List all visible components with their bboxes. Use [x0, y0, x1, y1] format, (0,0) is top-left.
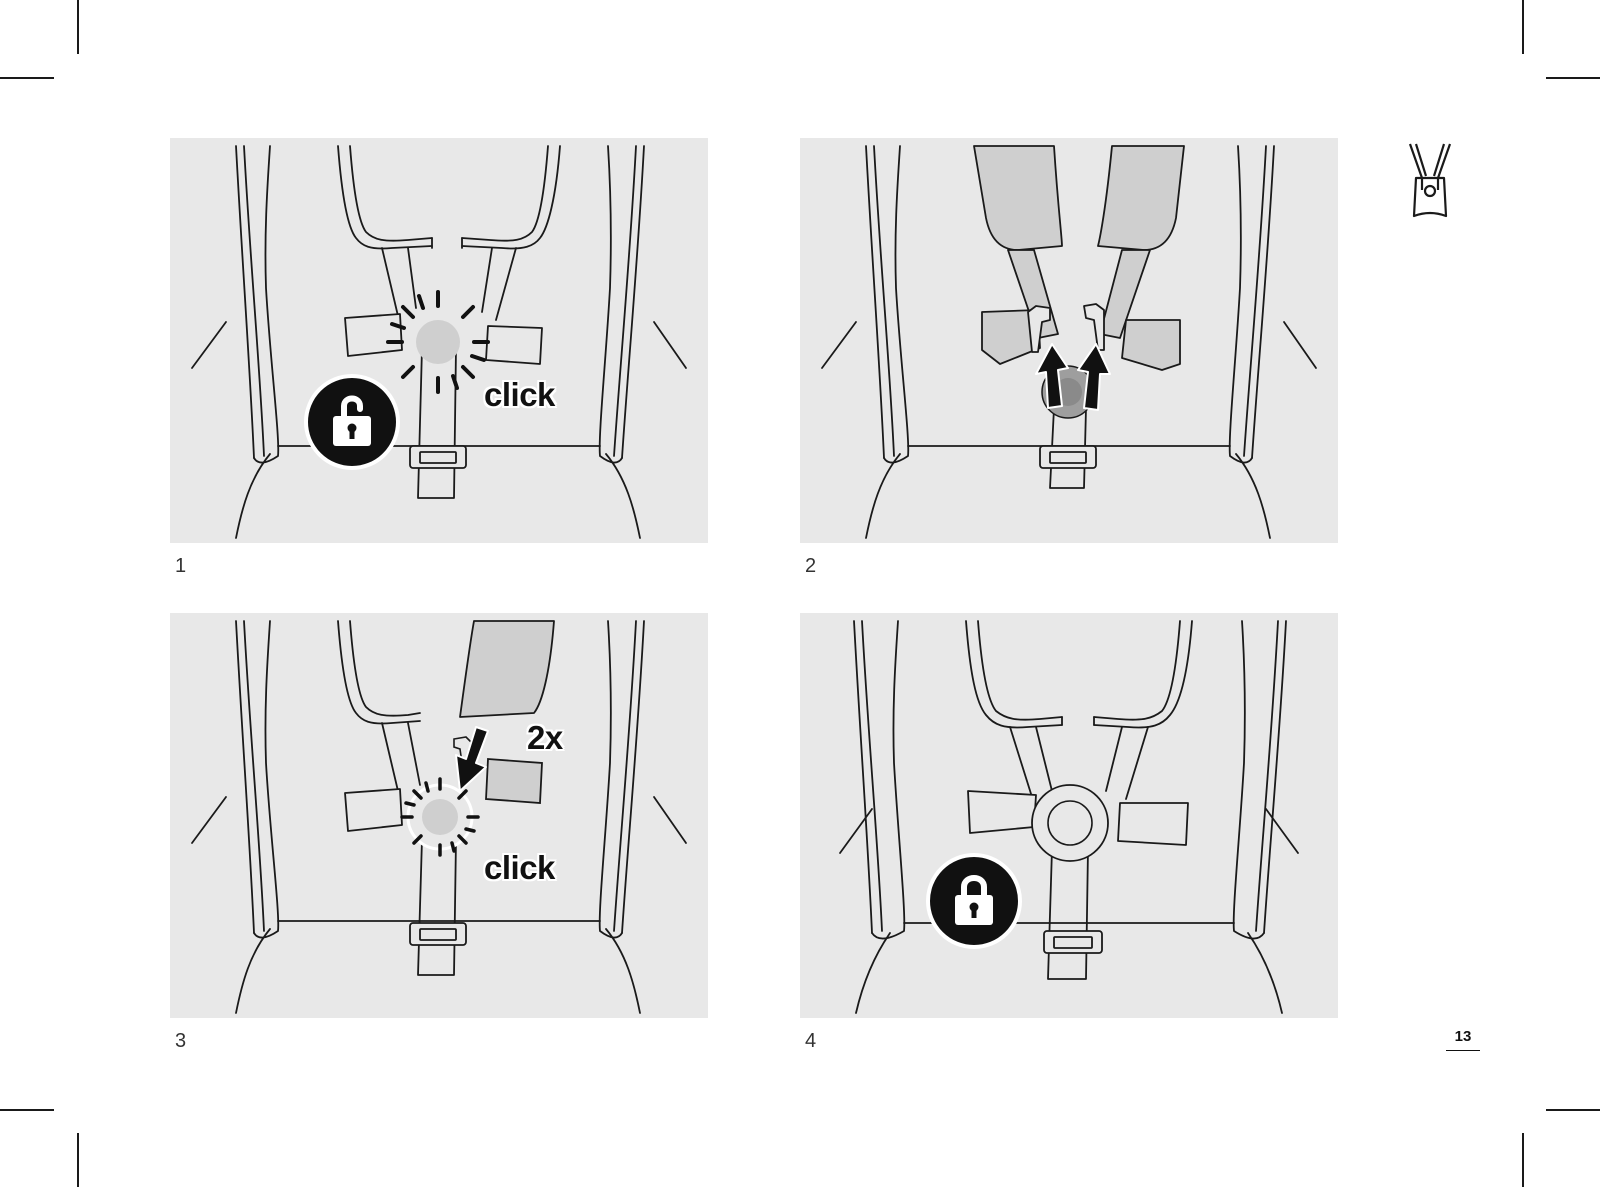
crop-mark: [77, 1133, 79, 1187]
step-4-illustration: [800, 613, 1338, 1018]
step-2-panel: [800, 138, 1338, 543]
crop-mark: [77, 0, 79, 54]
step-1-illustration: [170, 138, 708, 543]
click-label: click: [484, 849, 555, 887]
click-label: click: [484, 376, 555, 414]
step-number: 1: [175, 555, 186, 578]
step-4-panel: [800, 613, 1338, 1018]
unlock-icon: [308, 378, 396, 466]
repeat-count-label: 2x: [527, 719, 563, 757]
crop-mark: [0, 1109, 54, 1111]
step-2-illustration: [800, 138, 1338, 543]
step-number: 4: [805, 1030, 816, 1053]
crop-mark: [0, 77, 54, 79]
step-3-illustration: [170, 613, 708, 1018]
crop-mark: [1522, 0, 1524, 54]
lock-status-badge: [926, 853, 1022, 949]
step-number: 3: [175, 1030, 186, 1053]
arrow-down-icon: [456, 727, 488, 791]
step-1-panel: click: [170, 138, 708, 543]
page-number: 13: [1446, 1028, 1480, 1051]
crop-mark: [1546, 77, 1600, 79]
step-3-panel: 2x click: [170, 613, 708, 1018]
lock-status-badge: [304, 374, 400, 470]
step-number: 2: [805, 555, 816, 578]
lock-icon: [930, 857, 1018, 945]
crop-mark: [1546, 1109, 1600, 1111]
crop-mark: [1522, 1133, 1524, 1187]
harness-icon: [1404, 138, 1456, 222]
